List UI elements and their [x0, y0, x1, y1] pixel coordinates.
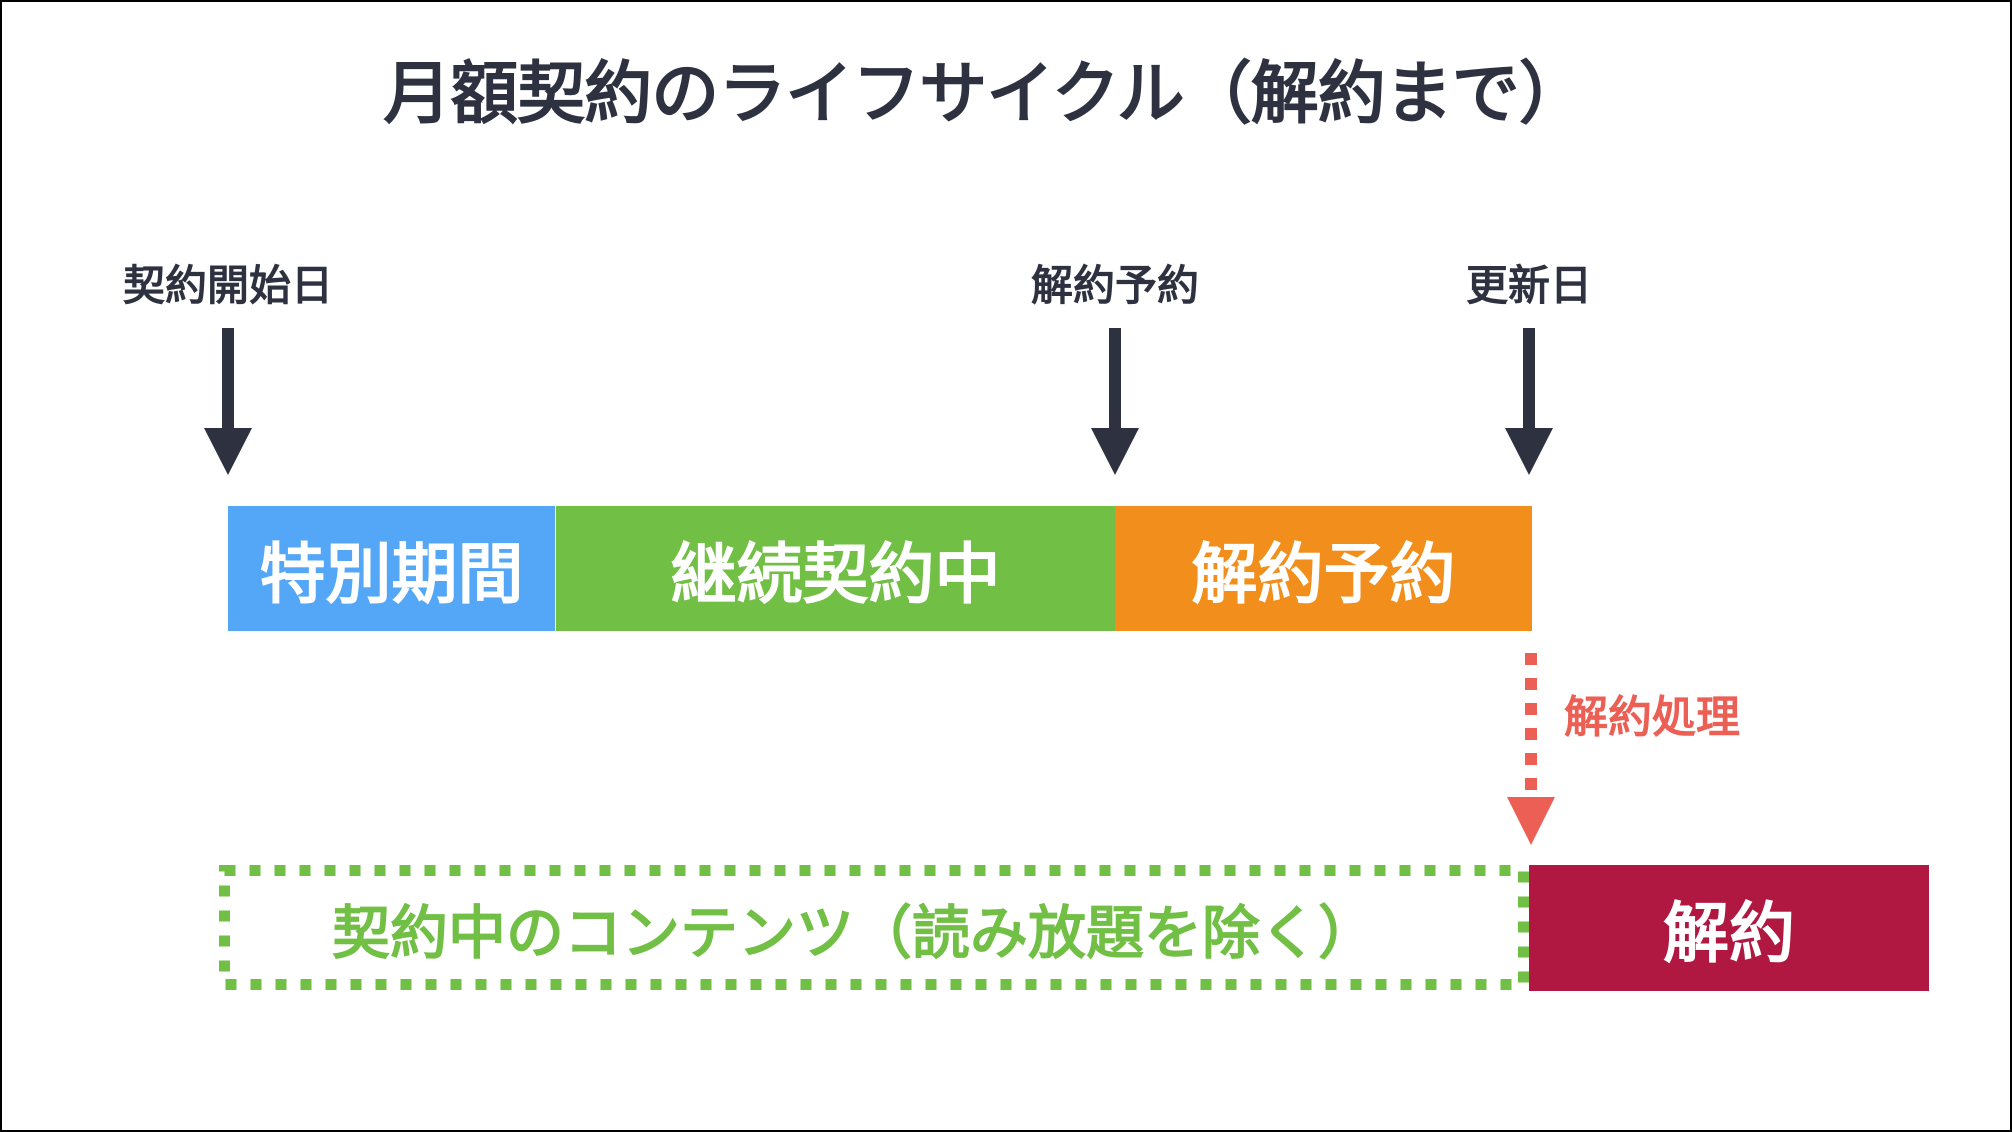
arrow-down-icon-head	[1505, 428, 1553, 475]
diagram-title: 月額契約のライフサイクル（解約まで）	[383, 55, 1587, 134]
arrow-down-icon-head	[204, 428, 252, 475]
phase-label: 継続契約中	[670, 535, 1001, 613]
marker-label-contract-start: 契約開始日	[122, 261, 334, 310]
dashed-arrow-down-icon	[1525, 653, 1537, 791]
dotted-border	[219, 865, 1529, 990]
process-label: 解約処理	[1564, 692, 1740, 743]
marker-label-renewal-date: 更新日	[1465, 261, 1593, 310]
arrow-down-icon	[1109, 328, 1121, 432]
contents-label: 契約中のコンテンツ（読み放題を除く）	[331, 898, 1376, 967]
phase-label: 特別期間	[259, 535, 524, 613]
arrow-down-icon	[1523, 328, 1535, 432]
cancel-box: 解約	[1529, 865, 1929, 991]
phase-special-period: 特別期間	[228, 506, 555, 631]
phase-cancel-reservation: 解約予約	[1115, 506, 1532, 631]
contents-dotted-box: 契約中のコンテンツ（読み放題を除く）	[219, 865, 1529, 990]
cancel-label: 解約	[1663, 895, 1795, 972]
dashed-arrow-down-icon-head	[1507, 797, 1555, 845]
marker-label-cancel-reservation: 解約予約	[1030, 261, 1200, 310]
phase-continuing-contract: 継続契約中	[556, 506, 1115, 631]
arrow-down-icon-head	[1091, 428, 1139, 475]
phase-label: 解約予約	[1191, 535, 1456, 613]
arrow-down-icon	[222, 328, 234, 432]
